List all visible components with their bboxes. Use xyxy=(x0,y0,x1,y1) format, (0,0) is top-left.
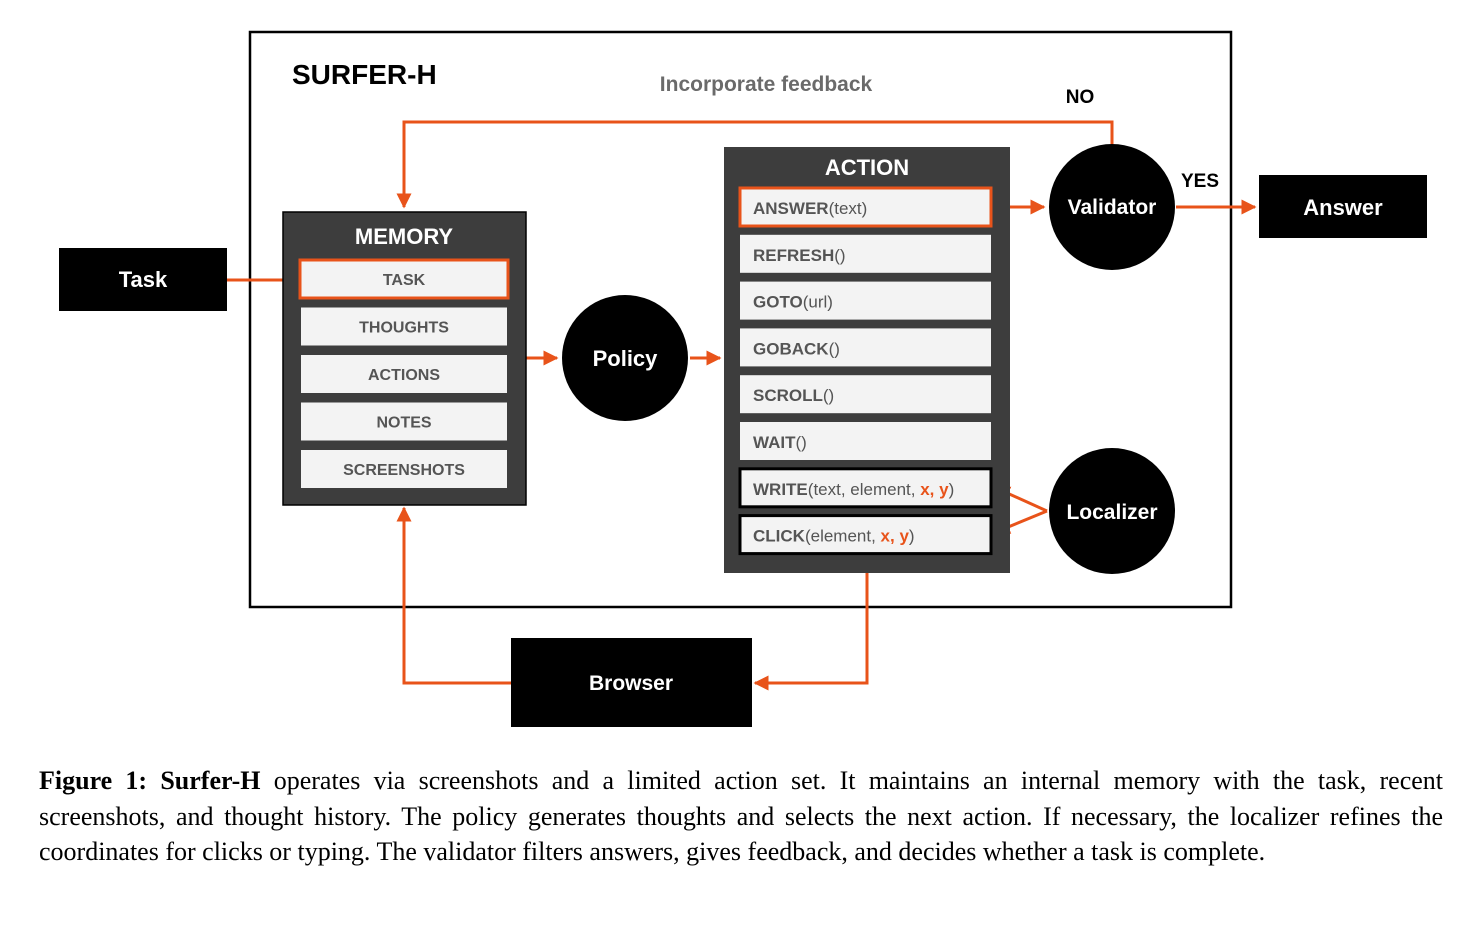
action-args: (url) xyxy=(803,293,833,312)
action-name: GOTO xyxy=(753,293,803,312)
action-args: (element, xyxy=(805,527,881,546)
memory-item-notes: NOTES xyxy=(301,402,507,441)
action-item-write: WRITE(text, element, x, y) xyxy=(738,467,993,509)
action-name: SCROLL xyxy=(753,386,823,405)
action-item-label: WRITE(text, element, x, y) xyxy=(753,480,954,499)
yes-label: YES xyxy=(1181,171,1219,192)
action-name: WRITE xyxy=(753,480,808,499)
figure-label: Figure 1: xyxy=(39,766,148,795)
action-item-label: GOTO(url) xyxy=(753,293,833,312)
memory-title: MEMORY xyxy=(355,224,454,249)
action-item-label: SCROLL() xyxy=(753,386,834,405)
action-args: () xyxy=(834,246,845,265)
browser-box xyxy=(511,638,752,727)
action-args: () xyxy=(829,339,840,358)
action-coords: x, y xyxy=(881,527,910,546)
action-args: (text, element, xyxy=(808,480,920,499)
action-item-label: CLICK(element, x, y) xyxy=(753,527,915,546)
localizer-node xyxy=(1049,448,1175,574)
validator-node xyxy=(1049,144,1175,270)
action-item-goback: GOBACK() xyxy=(740,328,991,367)
action-item-refresh: REFRESH() xyxy=(740,234,991,273)
action-name: ANSWER xyxy=(753,199,829,218)
memory-item-task: TASK xyxy=(298,258,510,300)
memory-item-label: NOTES xyxy=(376,415,431,432)
action-args-close: ) xyxy=(909,527,915,546)
task-box-label: Task xyxy=(119,267,168,292)
action-item-label: REFRESH() xyxy=(753,246,846,265)
action-name: CLICK xyxy=(753,527,806,546)
action-item-wait: WAIT() xyxy=(740,422,991,460)
policy-node xyxy=(562,295,688,421)
feedback-arrow xyxy=(396,120,1114,209)
localizer-node-label: Localizer xyxy=(1066,501,1157,524)
action-args: (text) xyxy=(829,199,868,218)
action-args-close: ) xyxy=(949,480,955,499)
memory-item-label: ACTIONS xyxy=(368,367,440,384)
caption-text: operates via screenshots and a limited a… xyxy=(39,766,1444,866)
action-args: () xyxy=(823,386,834,405)
system-name: Surfer-H xyxy=(160,766,261,795)
action-name: GOBACK xyxy=(753,339,829,358)
answer-box xyxy=(1259,175,1427,238)
action-item-click: CLICK(element, x, y) xyxy=(738,514,993,556)
system-title: SURFER-H xyxy=(292,59,437,90)
memory-item-thoughts: THOUGHTS xyxy=(301,307,507,346)
policy-node-label: Policy xyxy=(593,346,659,371)
figure-caption: Figure 1: Surfer-H operates via screensh… xyxy=(39,763,1443,870)
action-coords: x, y xyxy=(920,480,949,499)
action-item-label: ANSWER(text) xyxy=(753,199,867,218)
memory-item-label: TASK xyxy=(383,272,426,289)
action-item-label: GOBACK() xyxy=(753,339,840,358)
action-to-browser-arrow xyxy=(753,573,869,691)
feedback-label: Incorporate feedback xyxy=(660,73,873,96)
surfer-h-diagram: SURFER-H Incorporate feedback NO YES Tas… xyxy=(59,30,1427,727)
task-box xyxy=(59,248,227,311)
validator-node-label: Validator xyxy=(1068,196,1157,219)
action-title: ACTION xyxy=(825,155,909,180)
memory-item-label: SCREENSHOTS xyxy=(343,462,465,479)
action-item-goto: GOTO(url) xyxy=(740,281,991,320)
action-item-scroll: SCROLL() xyxy=(740,375,991,414)
memory-item-label: THOUGHTS xyxy=(359,320,449,337)
action-item-label: WAIT() xyxy=(753,433,807,452)
no-label: NO xyxy=(1066,87,1095,108)
memory-item-screenshots: SCREENSHOTS xyxy=(301,450,507,488)
action-name: REFRESH xyxy=(753,246,834,265)
answer-box-label: Answer xyxy=(1303,195,1383,220)
browser-box-label: Browser xyxy=(589,672,673,695)
action-name: WAIT xyxy=(753,433,796,452)
system-frame xyxy=(248,30,1233,609)
browser-to-memory-arrow xyxy=(396,506,511,685)
memory-item-actions: ACTIONS xyxy=(301,355,507,393)
action-item-answer: ANSWER(text) xyxy=(738,186,993,228)
action-args: () xyxy=(796,433,807,452)
